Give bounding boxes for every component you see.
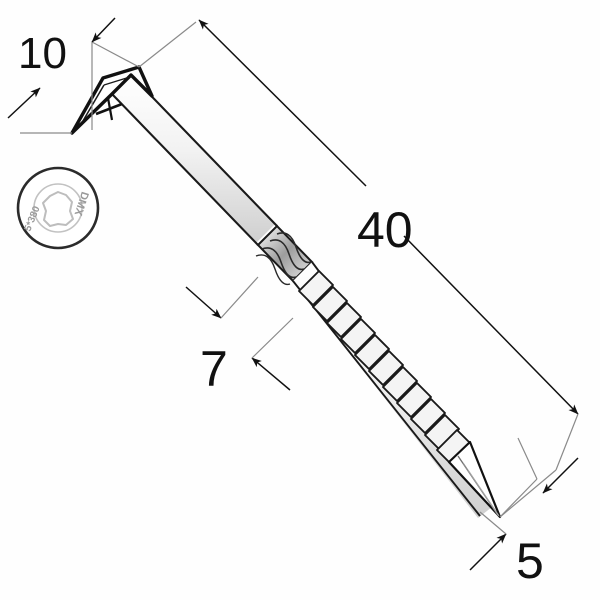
dimension-overall-length	[138, 19, 579, 518]
thread-crests	[298, 270, 471, 464]
dimension-thread-diameter	[469, 437, 579, 571]
torx-socket	[42, 191, 74, 227]
head-top-view: DMX 5*380	[16, 166, 100, 250]
dimension-label-40: 40	[357, 202, 413, 258]
torx-drive-edge	[95, 97, 123, 121]
dimension-label-7: 7	[200, 341, 228, 397]
screw-shank	[110, 73, 279, 247]
screw-tip	[447, 440, 502, 519]
dimension-label-5: 5	[516, 533, 544, 589]
head-inner-circle	[33, 183, 83, 233]
dimension-label-10: 10	[18, 29, 67, 78]
milling-ribs-section	[255, 224, 314, 286]
dimension-rib-section	[185, 276, 294, 391]
dimension-head-diameter	[7, 17, 140, 134]
screw-body	[70, 65, 502, 519]
threaded-section	[292, 261, 495, 518]
